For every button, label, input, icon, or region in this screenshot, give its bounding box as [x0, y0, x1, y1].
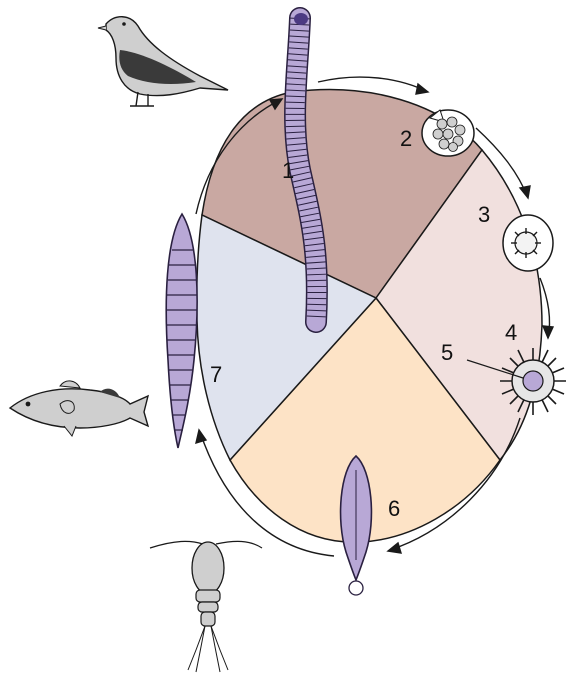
- label-4: 4: [505, 320, 517, 345]
- fish-icon: [10, 381, 148, 436]
- egg-icon: [422, 110, 474, 156]
- arrow-head-4-6: [388, 543, 401, 553]
- arrow-head-6-7: [196, 430, 206, 443]
- procercoid-icon: [341, 456, 372, 595]
- cycle-ellipse: [197, 90, 542, 543]
- copepod-icon: [150, 541, 262, 672]
- label-1: 1: [282, 158, 294, 183]
- label-2: 2: [400, 126, 412, 151]
- label-6: 6: [388, 496, 400, 521]
- arrow-head-3-4: [543, 326, 553, 338]
- label-3: 3: [478, 202, 490, 227]
- label-7: 7: [210, 362, 222, 387]
- label-5: 5: [441, 340, 453, 365]
- arrow-head-1-2: [416, 84, 428, 94]
- plerocercoid-icon: [166, 214, 197, 448]
- arrow-head-2-3: [520, 186, 530, 198]
- oncosphere-icon: [503, 215, 553, 271]
- seagull-icon: [98, 17, 228, 106]
